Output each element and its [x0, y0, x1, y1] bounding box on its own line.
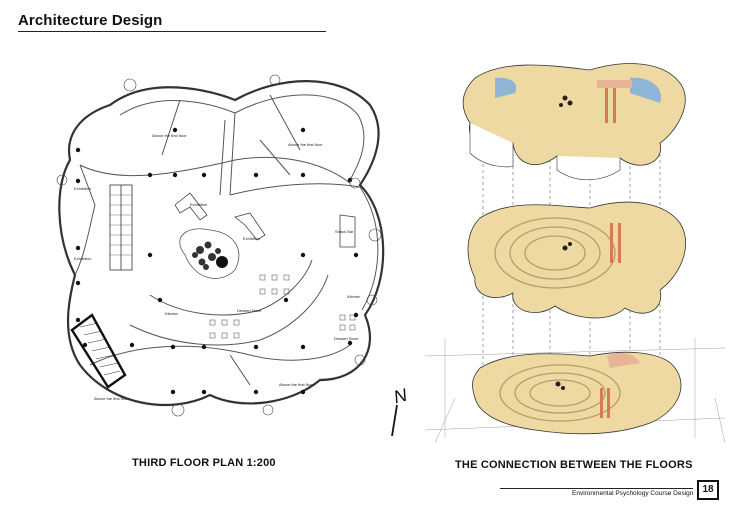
floor-connection-diagram: [425, 63, 726, 444]
svg-text:Exhibition: Exhibition: [243, 236, 260, 241]
course-name: Environmental Psychology Course Design: [572, 490, 694, 497]
svg-text:Dessert Store: Dessert Store: [334, 336, 359, 341]
third-floor-plan-caption: THIRD FLOOR PLAN 1:200: [132, 457, 276, 469]
landscape-trees: [56, 74, 382, 417]
compass-needle: [391, 404, 398, 437]
cafe-tables: [209, 274, 356, 339]
svg-text:Exhibition: Exhibition: [190, 202, 207, 207]
svg-text:Exhibition: Exhibition: [74, 186, 91, 191]
escalator: [109, 184, 133, 271]
central-atrium: [179, 228, 240, 279]
footer-rule: [500, 488, 693, 489]
column-dots: [75, 127, 359, 395]
connection-caption: THE CONNECTION BETWEEN THE FLOORS: [455, 459, 693, 471]
floor-three: [462, 63, 686, 180]
svg-text:Above the first floor: Above the first floor: [288, 142, 323, 147]
svg-text:Kitchen: Kitchen: [165, 311, 178, 316]
floor-one: [472, 351, 682, 435]
third-floor-plan: Above the first floor Above the first fl…: [56, 74, 385, 417]
svg-text:Above the first floor: Above the first floor: [279, 382, 314, 387]
title-underline: [18, 31, 326, 32]
page-number: 18: [697, 480, 719, 500]
svg-text:Above the first floor: Above the first floor: [152, 133, 187, 138]
page-title: Architecture Design: [18, 12, 163, 29]
floor-two: [467, 201, 686, 319]
svg-text:Snack Bar: Snack Bar: [335, 229, 354, 234]
staircase: [70, 313, 127, 389]
svg-text:Exhibition: Exhibition: [74, 256, 91, 261]
plan-outline-outer: [58, 80, 385, 407]
plan-labels: Above the first floor Above the first fl…: [74, 133, 360, 401]
svg-text:Kitchen: Kitchen: [347, 294, 360, 299]
svg-text:Above the first floor: Above the first floor: [94, 396, 129, 401]
svg-text:Dessert Store: Dessert Store: [237, 308, 262, 313]
